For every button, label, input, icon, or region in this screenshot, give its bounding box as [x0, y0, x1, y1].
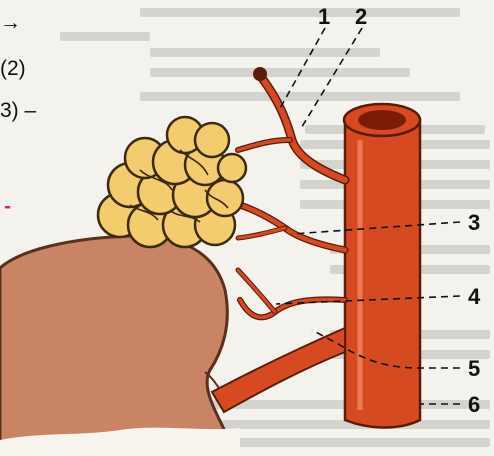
upper-branch-fill — [262, 78, 345, 180]
label-3: 3 — [468, 212, 480, 234]
vessel-stump — [253, 67, 267, 81]
adrenal-gland — [98, 117, 246, 247]
aorta — [345, 120, 420, 428]
label-1: 1 — [318, 6, 330, 28]
adrenal-branches — [238, 140, 345, 317]
label-4: 4 — [468, 286, 480, 308]
overlay-text-line2: (2) — [0, 58, 26, 79]
overlay-marker: - — [4, 196, 11, 217]
overlay-arrow: → — [0, 12, 21, 33]
label-5: 5 — [468, 358, 480, 380]
label-6: 6 — [468, 394, 480, 416]
label-2: 2 — [355, 6, 367, 28]
kidney-shape — [0, 236, 236, 456]
renal-artery — [212, 328, 345, 412]
overlay-text-line3: 3) – — [0, 100, 36, 121]
aorta-opening — [358, 110, 406, 130]
